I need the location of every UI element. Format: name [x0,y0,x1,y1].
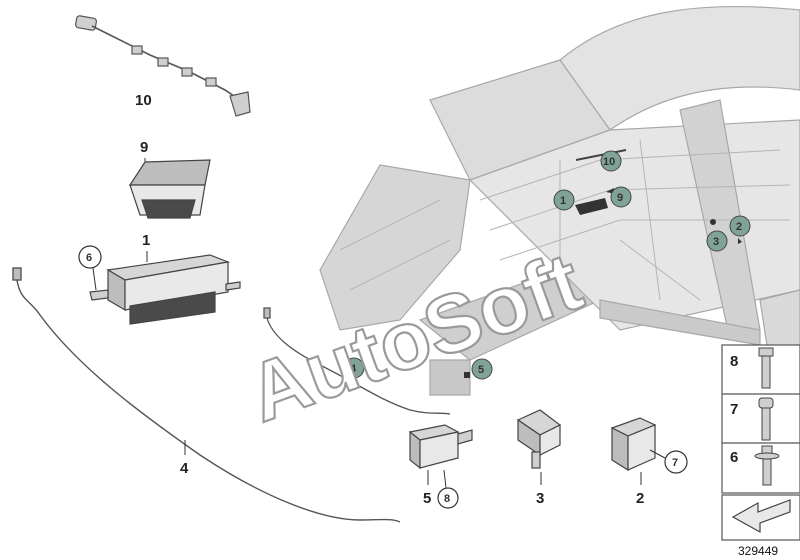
switch-part [128,159,211,219]
svg-text:1: 1 [560,195,566,207]
sensor-3-part [516,409,562,469]
part-label-5: 5 [423,490,431,507]
part-label-4-long: 4 [180,460,189,477]
control-unit-part [89,254,241,325]
car-callout-2: 2 [729,215,751,244]
svg-text:7: 7 [730,401,738,418]
part-label-6: 6 [86,252,92,264]
leader-7 [649,449,666,459]
bolt-icon [758,347,774,389]
svg-text:10: 10 [603,156,615,168]
part-label-2: 2 [636,490,644,507]
short-cable-part [263,307,451,415]
arrow-icon [731,499,791,534]
car-callout-1: 1 [553,189,608,215]
svg-text:5: 5 [478,364,484,376]
socket-screw-icon [758,397,774,441]
arrow-box [721,494,800,541]
reference-number: 329449 [738,544,778,558]
callout-4-cable [343,357,365,379]
part-label-4-short: 4 [350,363,357,375]
svg-text:3: 3 [713,236,719,248]
fastener-row-7: 7 [730,397,774,441]
part-label-8: 8 [444,493,450,505]
fastener-row-6: 6 [730,445,780,486]
part-label-1: 1 [142,232,150,249]
callout-8-screw [437,487,459,509]
part-label-10: 10 [135,92,152,109]
part-label-9: 9 [140,139,148,156]
harness-part [74,15,251,117]
callout-7-screw [664,450,688,474]
svg-text:9: 9 [617,192,623,204]
car-callout-10: 10 [575,149,627,172]
leader-6 [92,267,97,291]
car-callout-5: 5 [464,358,493,380]
fastener-panel: 8 7 6 [721,344,800,494]
fastener-row-8: 8 [730,347,774,389]
sensor-2-part [610,417,657,472]
svg-text:6: 6 [730,449,738,466]
sensor-5-part [408,424,473,470]
part-label-7: 7 [672,457,678,469]
part-label-3: 3 [536,490,544,507]
svg-text:8: 8 [730,353,738,370]
flange-screw-icon [754,445,780,486]
leader-8 [443,469,447,489]
car-callout-3: 3 [706,219,728,252]
long-cable-part [12,267,401,523]
car-callout-9: 9 [606,186,632,208]
svg-text:2: 2 [736,221,742,233]
callout-6-screw [78,245,102,269]
